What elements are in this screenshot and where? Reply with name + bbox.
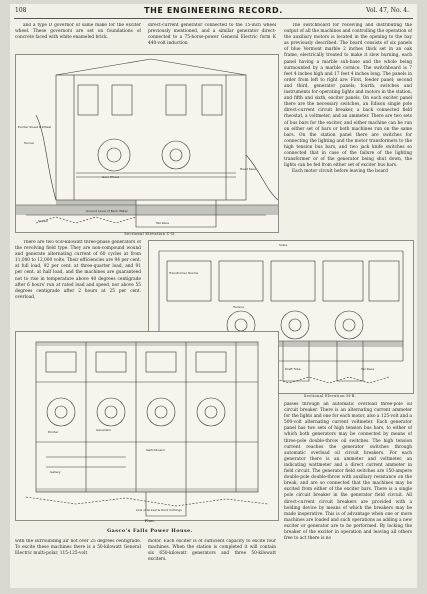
label-gravel: Gravel xyxy=(38,219,48,223)
label-ground-level: Ground Level of Back Water xyxy=(86,209,128,213)
column-3-lower: passes through an automatic overload thr… xyxy=(284,402,412,586)
label-turbine: Turbine xyxy=(233,305,244,309)
paragraph: with the surrounding air not over 25 deg… xyxy=(15,539,141,557)
page-header: 108 THE ENGINEERING RECORD. Vol. 47, No.… xyxy=(10,4,417,20)
paragraph: passes through an automatic overload thr… xyxy=(284,402,412,542)
column-1-bottom: with the surrounding air not over 25 deg… xyxy=(15,539,141,586)
paragraph: There are two 650-kilowatt three-phase g… xyxy=(15,240,141,300)
label-scale: Scale xyxy=(279,243,288,247)
label-transformer-rooms: Transformer Rooms xyxy=(169,271,199,275)
section-cd-drawing xyxy=(16,58,278,228)
column-2-top: direct-current generator connected to th… xyxy=(148,23,276,51)
journal-title: THE ENGINEERING RECORD. xyxy=(144,6,283,15)
label-cuttings: Line of Gravel & Rock Cuttings xyxy=(136,508,182,512)
label-tail-race: Tail Race xyxy=(156,221,170,225)
label-exciter: Exciter Sheet 8 Wheel xyxy=(18,125,52,129)
label-tail-race-mb: Tail Race xyxy=(361,367,375,371)
label-head-race: Head Race xyxy=(240,167,257,171)
figure-main-caption: Gasco's Falls Power House. xyxy=(107,528,193,534)
sectional-elevation-cd-figure: Exciter Sheet 8 Wheel Tunnel Genl Wheel … xyxy=(15,54,279,233)
volume-number: Vol. 47, No. 4. xyxy=(366,7,409,14)
paragraph: The switchboard for receiving and distri… xyxy=(284,23,412,169)
label-tunnel: Tunnel xyxy=(24,141,34,145)
plan-figure: Switchboard Generator Exciter Gallery Li… xyxy=(15,331,279,521)
header-rule xyxy=(14,18,413,19)
paragraph: Each motor circuit before leaving the bo… xyxy=(292,169,388,175)
caption-plan: Plan. xyxy=(144,519,156,523)
paragraph: and a type D governor of same make for t… xyxy=(15,23,141,41)
paragraph: motor. Each exciter is of sufficient cap… xyxy=(148,539,276,563)
caption-section-cd: Sectional Elevation C-D. xyxy=(124,232,176,236)
label-draft-tube: Draft Tube xyxy=(285,367,301,371)
label-gallery: Gallery xyxy=(50,470,61,474)
caption-section-mb: Sectional Elevation M-B. xyxy=(303,394,357,398)
magazine-page: 108 THE ENGINEERING RECORD. Vol. 47, No.… xyxy=(10,4,417,588)
paragraph: direct-current generator connected to th… xyxy=(148,23,276,47)
column-3-top: The switchboard for receiving and distri… xyxy=(284,23,412,266)
column-1-top: and a type D governor of same make for t… xyxy=(15,23,141,51)
page-number: 108 xyxy=(15,7,27,14)
plan-drawing xyxy=(25,341,269,517)
label-exciter-plan: Exciter xyxy=(48,430,59,434)
label-generator: Generator xyxy=(96,428,112,432)
label-wheel: Genl Wheel xyxy=(102,175,120,179)
column-2-bottom: motor. Each exciter is of sufficient cap… xyxy=(148,539,276,586)
column-1-middle: There are two 650-kilowatt three-phase g… xyxy=(15,240,141,328)
label-switchboard: Switchboard xyxy=(146,448,165,452)
